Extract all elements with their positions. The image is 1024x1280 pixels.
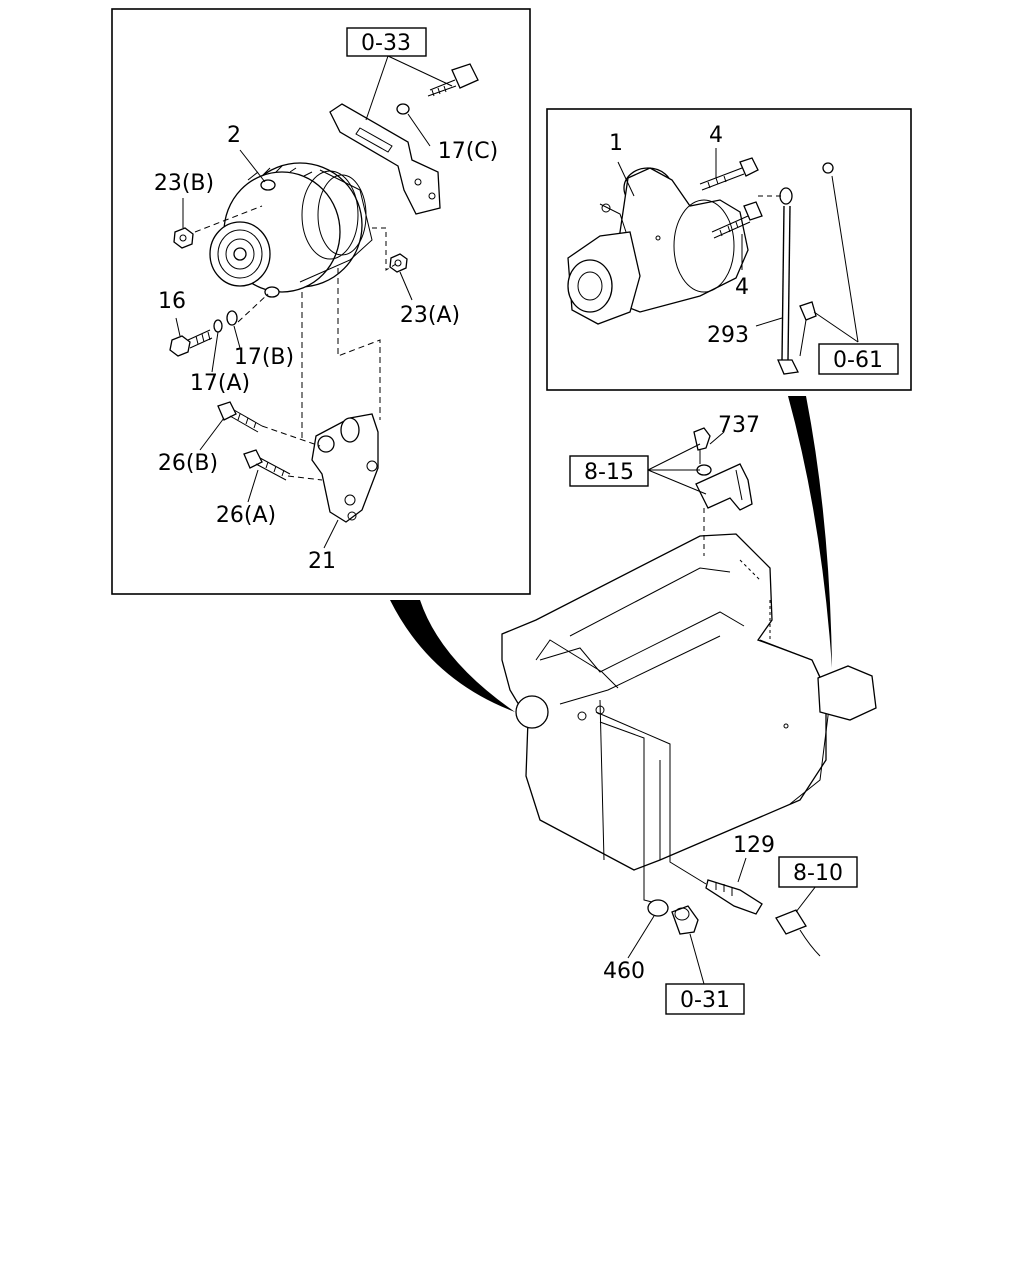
lower-bracket-21 <box>311 413 379 523</box>
label-1: 1 <box>609 131 623 156</box>
starter-panel-frame <box>546 108 912 391</box>
upper-bracket <box>329 103 441 215</box>
starter-bolt-lower <box>711 201 763 239</box>
engine-block <box>501 533 877 871</box>
label-23a: 23(A) <box>400 303 460 328</box>
label-4-lower: 4 <box>735 275 749 300</box>
label-4-upper: 4 <box>709 123 723 148</box>
ground-cable-293 <box>777 162 834 375</box>
label-293: 293 <box>707 323 749 348</box>
label-26a: 26(A) <box>216 503 276 528</box>
engine-leader-lines <box>595 431 817 985</box>
nut-23a <box>389 253 408 273</box>
label-17b: 17(B) <box>234 345 294 370</box>
ref-box-0-61[interactable]: 0-61 <box>818 343 899 375</box>
starter-callout-arrow <box>788 396 832 668</box>
label-17a: 17(A) <box>190 371 250 396</box>
label-23b: 23(B) <box>154 171 214 196</box>
label-26b: 26(B) <box>158 451 218 476</box>
ref-0-61-text: 0-61 <box>833 348 883 373</box>
upper-bolt <box>396 63 479 115</box>
bolt-26b <box>217 401 263 433</box>
starter-leader-lines <box>617 148 859 343</box>
label-17c: 17(C) <box>438 139 499 164</box>
bolt-26a <box>243 449 291 481</box>
alternator-assembly <box>209 162 373 298</box>
ref-box-0-33[interactable]: 0-33 <box>346 27 427 57</box>
ref-box-0-31[interactable]: 0-31 <box>665 983 745 1015</box>
label-737: 737 <box>718 413 760 438</box>
alternator-panel-frame <box>111 8 531 595</box>
label-2: 2 <box>227 123 241 148</box>
plug-0-31 <box>671 905 699 935</box>
label-16: 16 <box>158 289 186 314</box>
bolt-16 <box>169 310 238 357</box>
starter-bolt-upper <box>699 157 759 191</box>
label-129: 129 <box>733 833 775 858</box>
ref-8-10-text: 8-10 <box>793 861 843 886</box>
alternator-leader-lines <box>175 55 453 549</box>
oring-460 <box>647 899 669 917</box>
alternator-callout-arrow <box>390 600 515 712</box>
sensor-129 <box>705 879 821 957</box>
starter-assembly <box>567 167 749 325</box>
label-460: 460 <box>603 959 645 984</box>
label-21: 21 <box>308 549 336 574</box>
ref-box-8-10[interactable]: 8-10 <box>778 856 858 888</box>
nut-23b <box>173 227 194 249</box>
ref-0-33-text: 0-33 <box>361 31 411 56</box>
ref-box-8-15[interactable]: 8-15 <box>569 455 649 487</box>
ref-8-15-text: 8-15 <box>584 460 634 485</box>
ref-0-31-text: 0-31 <box>680 988 730 1013</box>
